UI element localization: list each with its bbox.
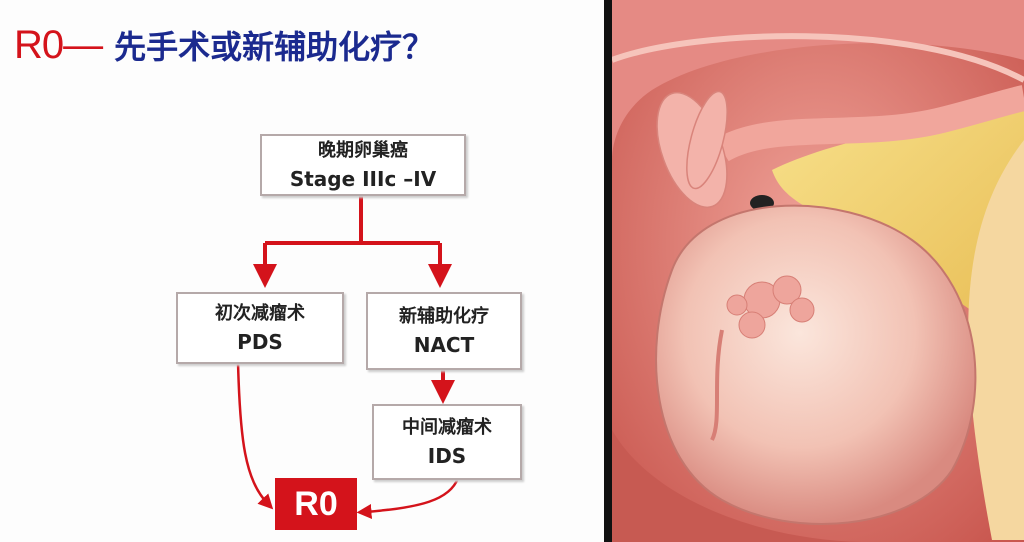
arrow-top-stem xyxy=(265,193,440,245)
title-question: 先手术或新辅助化疗？ xyxy=(114,28,435,66)
node-r0: R0 xyxy=(275,478,357,530)
node-label-en: NACT xyxy=(413,333,475,357)
node-label-en: IDS xyxy=(427,444,467,468)
node-label-zh: 晚期卵巢癌 xyxy=(318,140,408,161)
ovary-tumor-illustration xyxy=(612,0,1024,542)
node-label-zh: 中间减瘤术 xyxy=(402,417,492,438)
flow-arrows xyxy=(236,193,460,519)
slide-title: R0— 先手术或新辅助化疗？ xyxy=(14,22,434,68)
node-label-en: PDS xyxy=(237,330,283,354)
fimbriae xyxy=(656,90,728,209)
tumor-nodules xyxy=(726,275,815,339)
arrow-pds-to-r0 xyxy=(236,361,274,510)
slide-panel: R0— 先手术或新辅助化疗？ 晚期卵巢癌 Stage IIIc –IV 初次减瘤术… xyxy=(0,0,604,542)
node-pds: 初次减瘤术 PDS xyxy=(176,292,344,364)
fallopian-tube xyxy=(715,85,1024,162)
node-ids: 中间减瘤术 IDS xyxy=(372,404,522,480)
node-nact: 新辅助化疗 NACT xyxy=(366,292,522,370)
node-advanced-ovarian-cancer: 晚期卵巢癌 Stage IIIc –IV xyxy=(260,134,466,196)
node-label-zh: 新辅助化疗 xyxy=(399,306,489,327)
node-label-zh: 初次减瘤术 xyxy=(215,303,305,324)
tumor-mass xyxy=(655,204,977,525)
arrow-ids-to-r0 xyxy=(356,477,460,519)
node-label-en: Stage IIIc –IV xyxy=(289,167,437,191)
divider xyxy=(604,0,612,542)
title-prefix: R0— xyxy=(14,23,103,67)
fat-tissue xyxy=(772,110,1024,340)
